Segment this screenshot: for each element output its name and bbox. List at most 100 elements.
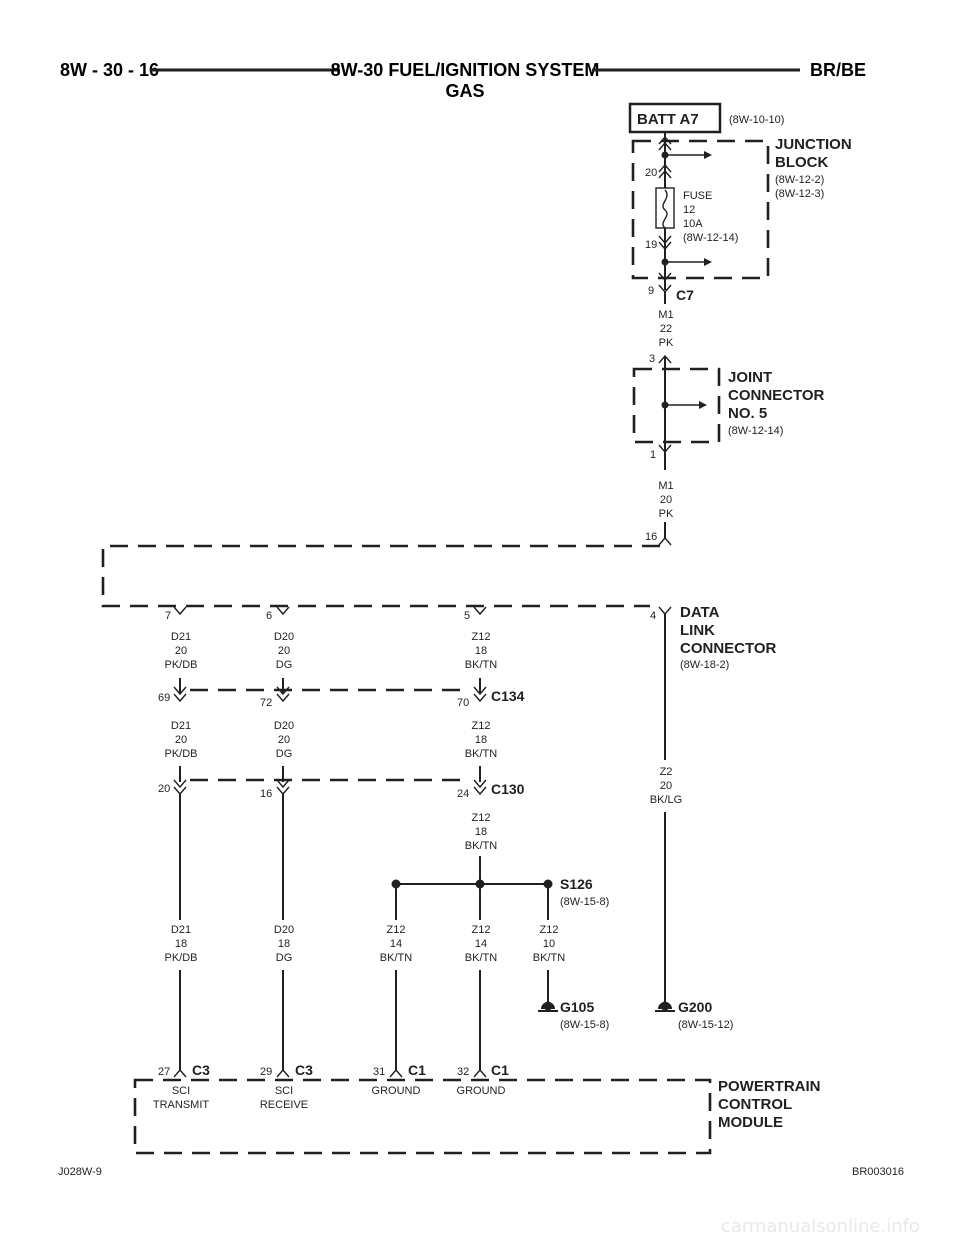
c134-pin-69-chevron [173,686,187,703]
pcm-pin-32: 32 [457,1066,469,1078]
connector-chevron [658,135,672,151]
lower-wire-d20-circuit: D20 [274,924,294,936]
c130-pin-20: 20 [158,783,170,795]
page-subtitle: GAS [445,81,484,101]
pcm-pin-29: 29 [260,1066,272,1078]
dlc-pin-6: 6 [266,610,272,622]
pcm-pin-27: 27 [158,1066,170,1078]
jb-pin-bottom: 19 [645,239,657,251]
jc-title-3: NO. 5 [728,405,767,422]
c134-pin-72-chevron [276,686,290,703]
c7-wire-circuit: M1 [658,309,673,321]
arrow-icon [704,151,712,159]
jc-ref: (8W-12-14) [728,425,783,437]
dlc-pin-6-chevron [276,606,290,616]
lower-wire-d20-color: DG [276,952,293,964]
jc-title-1: JOINT [728,369,772,386]
dlc-wire-z12-gauge: 18 [475,645,487,657]
pcm-pin-29-label-2: RECEIVE [260,1099,308,1111]
connector-chevron [658,272,672,282]
c130-pin-20-chevron [173,779,187,796]
dlc-pin-7-chevron [173,606,187,616]
c134-wire-d21-circuit: D21 [171,720,191,732]
dlc-pin-4: 4 [650,610,656,622]
fuse-ref: (8W-12-14) [683,232,738,244]
dlc-wire-z2-color: BK/LG [650,794,682,806]
c134-label: C134 [491,688,525,704]
dlc-wire-z12-color: BK/TN [465,659,497,671]
ground-dot [660,1001,670,1011]
dlc-pin-5: 5 [464,610,470,622]
c130-pin-16-chevron [276,779,290,796]
junction-block-title-2: BLOCK [775,154,828,171]
model-code: BR/BE [810,60,866,80]
c130-wire-z12-gauge: 18 [475,826,487,838]
dlc-wire-z12-circuit: Z12 [472,631,491,643]
s126-ref: (8W-15-8) [560,896,609,908]
c134-wire-d21-color: PK/DB [164,748,197,760]
s126-label: S126 [560,876,593,892]
pcm-pin-31: 31 [373,1066,385,1078]
pcm-pin-31-conn: C1 [408,1062,426,1078]
lower-wire-z12a-gauge: 14 [390,938,402,950]
pcm-title-1: POWERTRAIN [718,1078,821,1095]
c134-wire-d21-gauge: 20 [175,734,187,746]
dlc-title-1: DATA [680,604,720,621]
pcm-pin-32-label-1: GROUND [457,1085,506,1097]
junction-block-outline [631,139,770,280]
pcm-pin-32-conn: C1 [491,1062,509,1078]
watermark: carmanualsonline.info [721,1216,920,1237]
c134-wire-d20-gauge: 20 [278,734,290,746]
fuse-label: FUSE [683,190,712,202]
dlc-title-3: CONNECTOR [680,640,777,657]
batt-ref: (8W-10-10) [729,114,784,126]
pcm-pin-29-chevron [276,1068,290,1078]
footer-left-code: J028W-9 [58,1166,102,1178]
pcm-title-2: CONTROL [718,1096,792,1113]
jc-wire-color: PK [659,508,674,520]
dlc-outline [101,544,660,608]
pcm-pin-29-label-1: SCI [275,1085,293,1097]
g105-label: G105 [560,999,594,1015]
lower-wire-z12a-color: BK/TN [380,952,412,964]
lower-wire-z12c-circuit: Z12 [540,924,559,936]
dlc-pin-5-chevron [473,606,487,616]
c130-pin-24-chevron [473,779,487,796]
jb-pin-top: 20 [645,167,657,179]
c134-pin-72: 72 [260,697,272,709]
dlc-pin-7: 7 [165,610,171,622]
dlc-wire-d20-color: DG [276,659,293,671]
pcm-pin-27-label-2: TRANSMIT [153,1099,210,1111]
dlc-wire-z2-gauge: 20 [660,780,672,792]
c134-pin-69: 69 [158,692,170,704]
dlc-wire-d21-circuit: D21 [171,631,191,643]
g200-ref: (8W-15-12) [678,1019,733,1031]
arrow-icon [699,401,707,409]
jc-title-2: CONNECTOR [728,387,825,404]
lower-wire-d21-color: PK/DB [164,952,197,964]
pcm-pin-27-label-1: SCI [172,1085,190,1097]
c134-wire-z12-gauge: 18 [475,734,487,746]
pcm-pin-29-conn: C3 [295,1062,313,1078]
junction-block-title-1: JUNCTION [775,136,852,153]
jc-pin-out: 1 [650,449,656,461]
connector-chevron [658,163,672,179]
dlc-title-2: LINK [680,622,715,639]
dlc-wire-z2-circuit: Z2 [660,766,673,778]
fuse-element [662,189,668,229]
footer-right-code: BR003016 [852,1166,904,1178]
jc-pin-in: 3 [649,353,655,365]
lower-wire-z12c-color: BK/TN [533,952,565,964]
junction-block-ref-1: (8W-12-2) [775,174,824,186]
dlc-wire-d21-color: PK/DB [164,659,197,671]
c130-pin-16: 16 [260,788,272,800]
fuse-icon [655,187,675,229]
c134-wire-z12-circuit: Z12 [472,720,491,732]
c134-pin-70: 70 [457,697,469,709]
c7-wire-color: PK [659,337,674,349]
batt-box [628,102,722,134]
fuse-rating: 10A [683,218,703,230]
pcm-pin-27-conn: C3 [192,1062,210,1078]
c7-wire-gauge: 22 [660,323,672,335]
